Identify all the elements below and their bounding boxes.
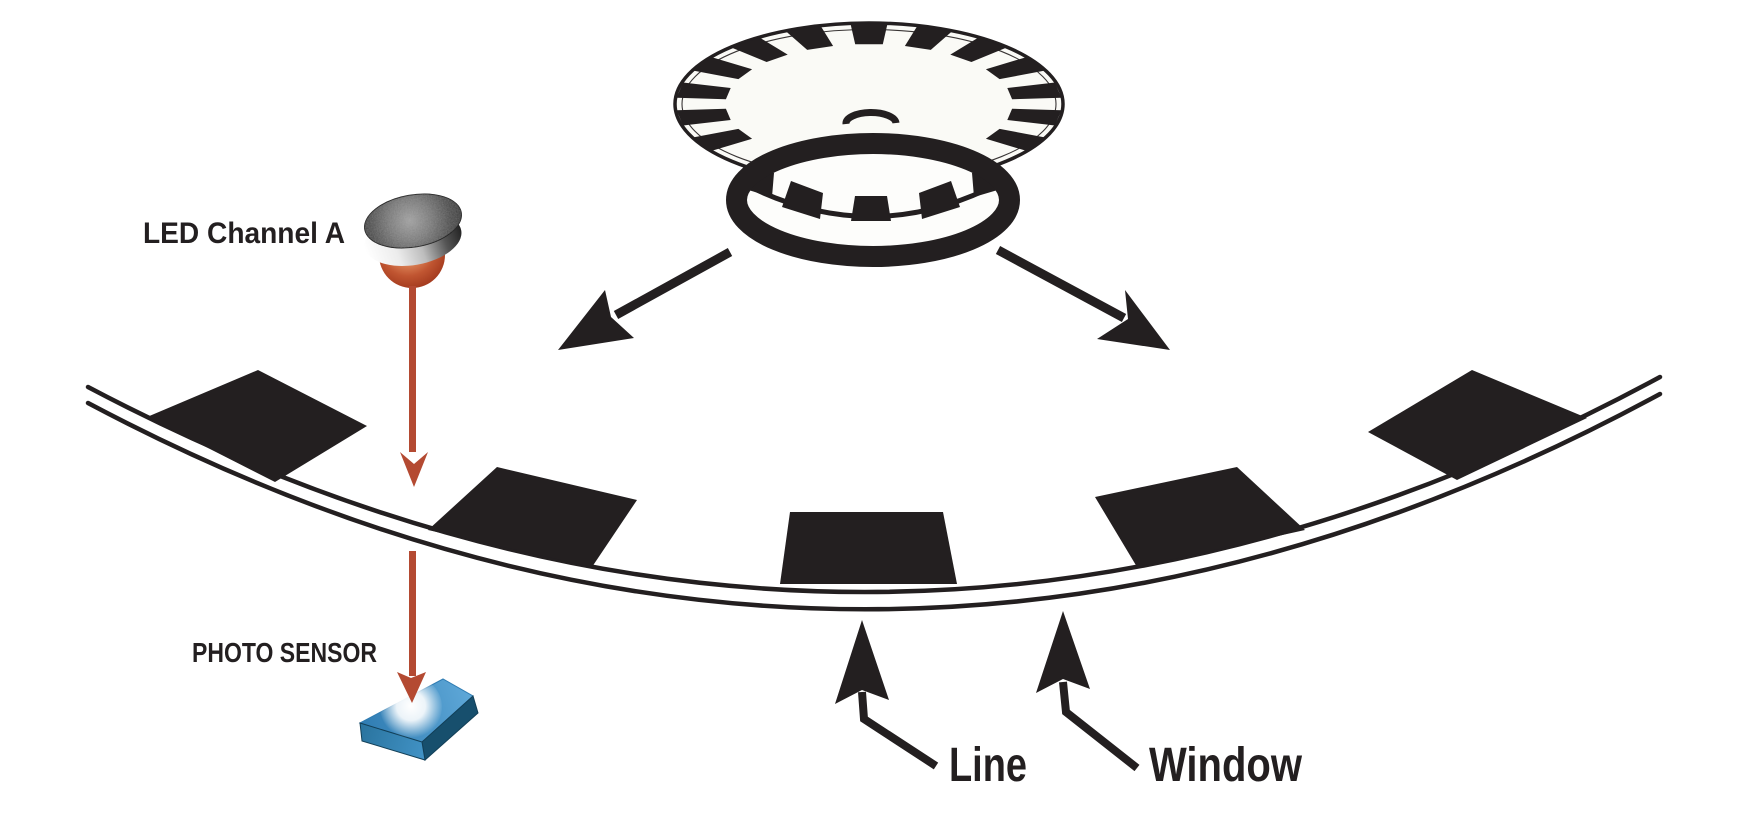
beam-arrowhead-window [400, 452, 428, 487]
left-spread-arrow [558, 248, 733, 350]
line-pointer-arrow [835, 620, 939, 770]
code-wheel-tick [985, 128, 1045, 151]
line-pointer-arrowhead [835, 620, 889, 704]
led-emitter [364, 193, 462, 288]
code-wheel-tick [693, 57, 753, 80]
magnifier-ring [726, 133, 1020, 267]
shaft-hole [842, 108, 900, 125]
photo-sensor [358, 672, 479, 761]
code-wheel-tick [904, 26, 953, 50]
lens-tick-2 [782, 181, 823, 219]
track-line-3 [780, 512, 957, 584]
beam-arrowhead-sensor [397, 672, 426, 703]
code-wheel [673, 21, 1065, 187]
right-spread-arrowhead [1097, 290, 1170, 350]
beam-glow [380, 676, 442, 738]
lens-view [726, 133, 1020, 267]
left-spread-arrowhead [558, 290, 634, 350]
encoder-track-arc [85, 370, 1663, 612]
lens-tick-4 [919, 181, 960, 219]
code-wheel-ticks [676, 23, 1062, 151]
track-lower-edge [85, 391, 1663, 612]
led-cap-speckle [364, 194, 462, 248]
code-wheel-tick [950, 37, 1007, 62]
code-wheel-tick [1007, 82, 1062, 100]
code-wheel-tick [785, 26, 834, 50]
track-upper-edge [85, 374, 1663, 595]
track-line-1 [147, 370, 367, 482]
code-wheel-tick [676, 108, 731, 126]
track-line-2 [428, 467, 637, 567]
window-pointer-arrowhead [1036, 611, 1090, 693]
code-wheel-tick [676, 82, 731, 100]
right-spread-arrow [995, 246, 1170, 350]
code-wheel-tick [985, 57, 1045, 80]
track-line-4 [1095, 467, 1305, 567]
led-label: LED Channel A [143, 217, 345, 250]
code-wheel-tick [731, 37, 788, 62]
led-beam [400, 286, 428, 487]
line-label: Line [949, 739, 1027, 792]
code-wheel-tick [850, 23, 888, 45]
lens-tick-3 [851, 196, 891, 221]
window-label: Window [1149, 739, 1303, 792]
track-line-5 [1368, 370, 1587, 480]
code-wheel-tick [693, 128, 753, 151]
code-wheel-tick [1007, 108, 1062, 126]
photo-sensor-label: PHOTO SENSOR [192, 637, 377, 668]
window-pointer-arrow [1036, 611, 1140, 772]
